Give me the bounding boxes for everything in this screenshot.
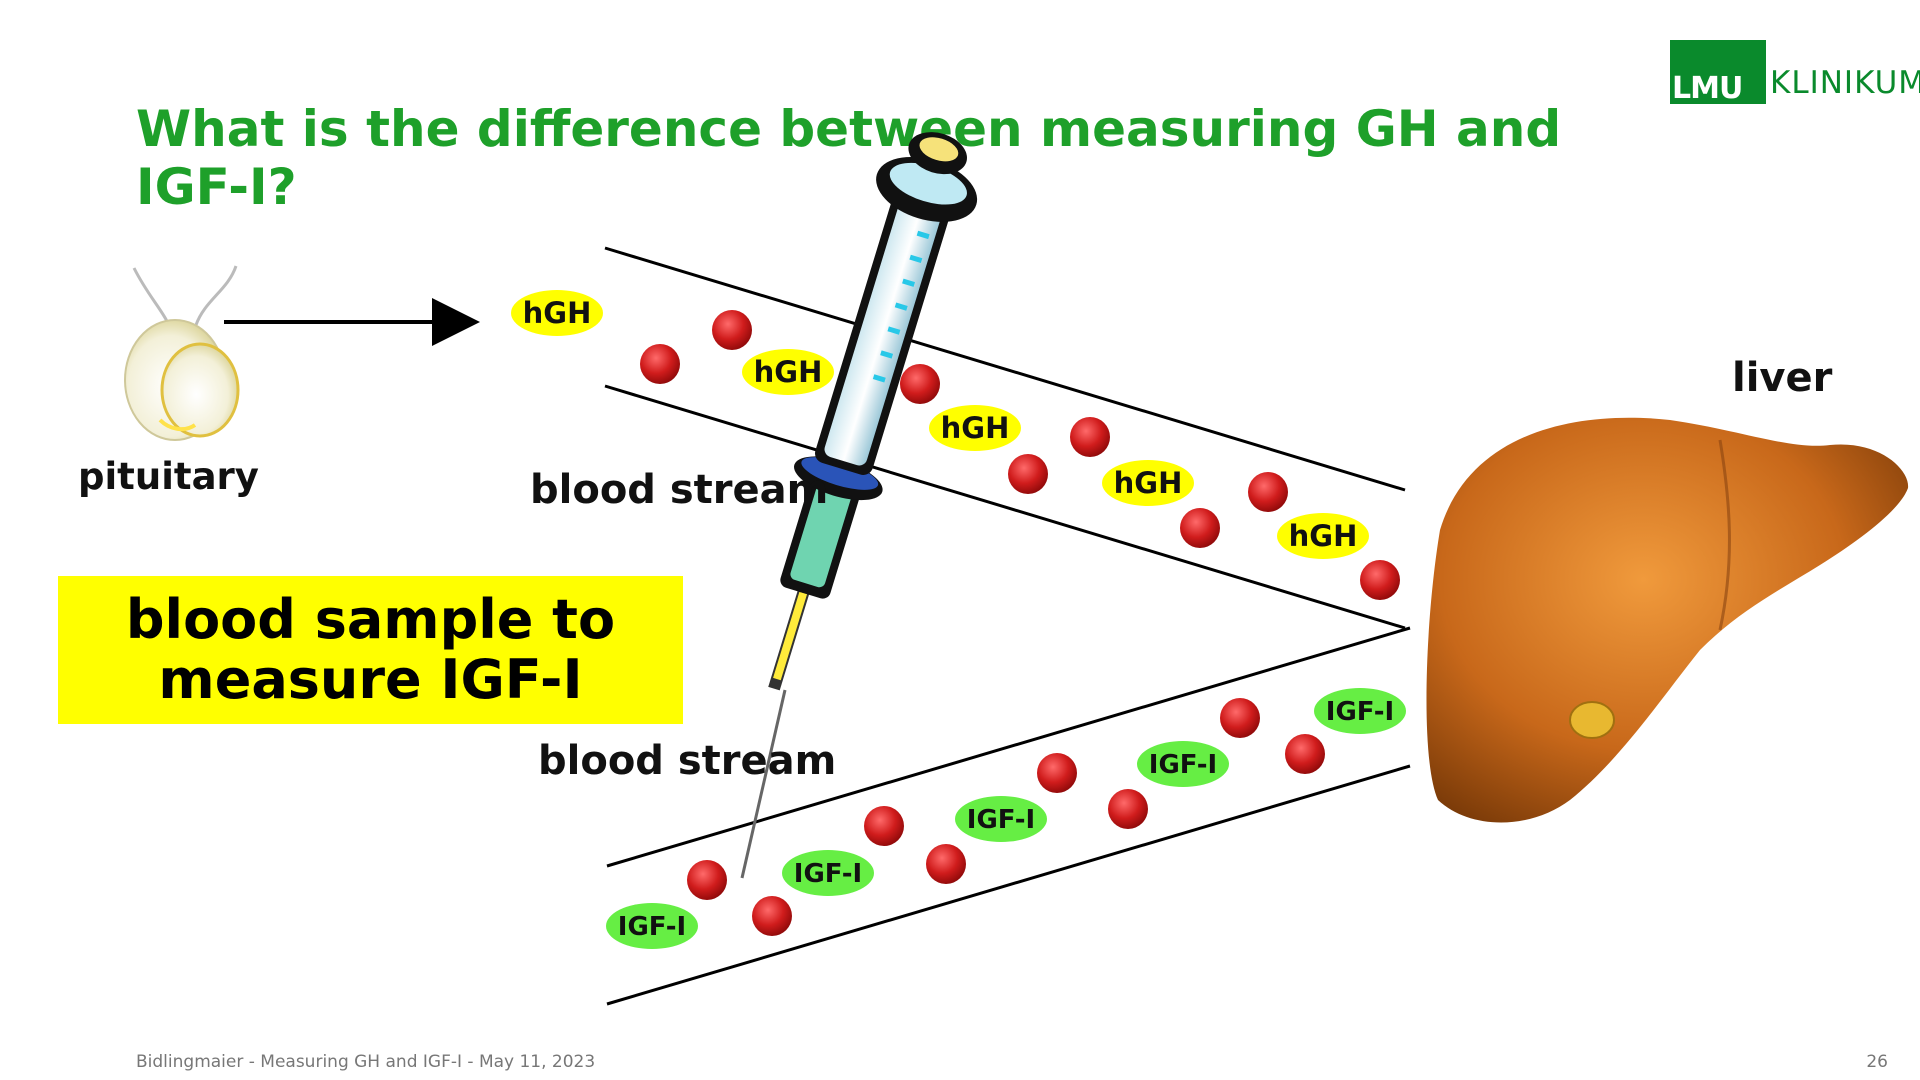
red-blood-cell bbox=[1037, 753, 1077, 793]
logo-box-text: LMU bbox=[1672, 71, 1743, 106]
hgh-molecule: hGH bbox=[929, 405, 1021, 451]
red-blood-cell bbox=[900, 364, 940, 404]
hgh-label: hGH bbox=[1114, 466, 1183, 500]
red-blood-cell bbox=[687, 860, 727, 900]
liver-label: liver bbox=[1732, 355, 1833, 401]
hgh-label: hGH bbox=[523, 296, 592, 330]
red-blood-cells-upper bbox=[640, 310, 1400, 600]
red-blood-cell bbox=[640, 344, 680, 384]
hgh-label: hGH bbox=[941, 411, 1010, 445]
red-blood-cell bbox=[926, 844, 966, 884]
igf-molecule: IGF-I bbox=[606, 903, 698, 949]
red-blood-cell bbox=[1108, 789, 1148, 829]
hgh-ellipse bbox=[1102, 460, 1194, 506]
red-blood-cell bbox=[752, 896, 792, 936]
red-blood-cell bbox=[1008, 454, 1048, 494]
igf-molecules: IGF-I IGF-I IGF-I IGF-I IGF-I bbox=[606, 688, 1406, 949]
blood-stream-upper-label: blood stream bbox=[530, 467, 829, 513]
red-blood-cell bbox=[1180, 508, 1220, 548]
blood-sample-callout: blood sample to measure IGF-I bbox=[58, 576, 683, 724]
liver-icon bbox=[1426, 417, 1909, 823]
callout-text: blood sample to measure IGF-I bbox=[125, 588, 616, 711]
slide-title: What is the difference between measuring… bbox=[136, 100, 1562, 216]
igf-label: IGF-I bbox=[1326, 697, 1394, 727]
red-blood-cell bbox=[864, 806, 904, 846]
hgh-ellipse bbox=[742, 349, 834, 395]
igf-label: IGF-I bbox=[967, 805, 1035, 835]
hgh-label: hGH bbox=[1289, 519, 1358, 553]
igf-ellipse bbox=[955, 796, 1047, 842]
syringe-icon bbox=[740, 132, 978, 879]
igf-label: IGF-I bbox=[794, 859, 862, 889]
logo-box: LMU bbox=[1670, 40, 1766, 104]
hgh-molecules: hGH hGH hGH hGH hGH bbox=[511, 290, 1369, 559]
igf-molecule: IGF-I bbox=[782, 850, 874, 896]
igf-ellipse bbox=[1137, 741, 1229, 787]
hgh-molecule: hGH bbox=[511, 290, 603, 336]
pituitary-label: pituitary bbox=[78, 455, 259, 498]
igf-molecule: IGF-I bbox=[955, 796, 1047, 842]
hgh-ellipse bbox=[929, 405, 1021, 451]
red-blood-cell bbox=[1360, 560, 1400, 600]
igf-ellipse bbox=[1314, 688, 1406, 734]
igf-molecule: IGF-I bbox=[1137, 741, 1229, 787]
hgh-molecule: hGH bbox=[742, 349, 834, 395]
igf-label: IGF-I bbox=[1149, 750, 1217, 780]
igf-ellipse bbox=[782, 850, 874, 896]
hgh-ellipse bbox=[511, 290, 603, 336]
igf-ellipse bbox=[606, 903, 698, 949]
logo-word: KLINIKUM bbox=[1770, 65, 1920, 101]
hgh-label: hGH bbox=[754, 355, 823, 389]
hgh-molecule: hGH bbox=[1102, 460, 1194, 506]
red-blood-cell bbox=[1220, 698, 1260, 738]
slide-footer: Bidlingmaier - Measuring GH and IGF-I - … bbox=[136, 1052, 596, 1072]
pituitary-icon bbox=[124, 265, 240, 441]
hgh-ellipse bbox=[1277, 513, 1369, 559]
red-blood-cell bbox=[1070, 417, 1110, 457]
red-blood-cell bbox=[1248, 472, 1288, 512]
igf-label: IGF-I bbox=[618, 912, 686, 942]
red-blood-cell bbox=[712, 310, 752, 350]
igf-molecule: IGF-I bbox=[1314, 688, 1406, 734]
lmu-klinikum-logo: LMU KLINIKUM bbox=[1670, 40, 1920, 104]
red-blood-cell bbox=[1285, 734, 1325, 774]
hgh-molecule: hGH bbox=[1277, 513, 1369, 559]
lower-blood-vessel bbox=[606, 626, 1411, 1006]
page-number: 26 bbox=[1866, 1052, 1888, 1072]
upper-blood-vessel bbox=[604, 246, 1406, 630]
red-blood-cells-lower bbox=[687, 698, 1325, 936]
blood-stream-lower-label: blood stream bbox=[538, 738, 837, 784]
